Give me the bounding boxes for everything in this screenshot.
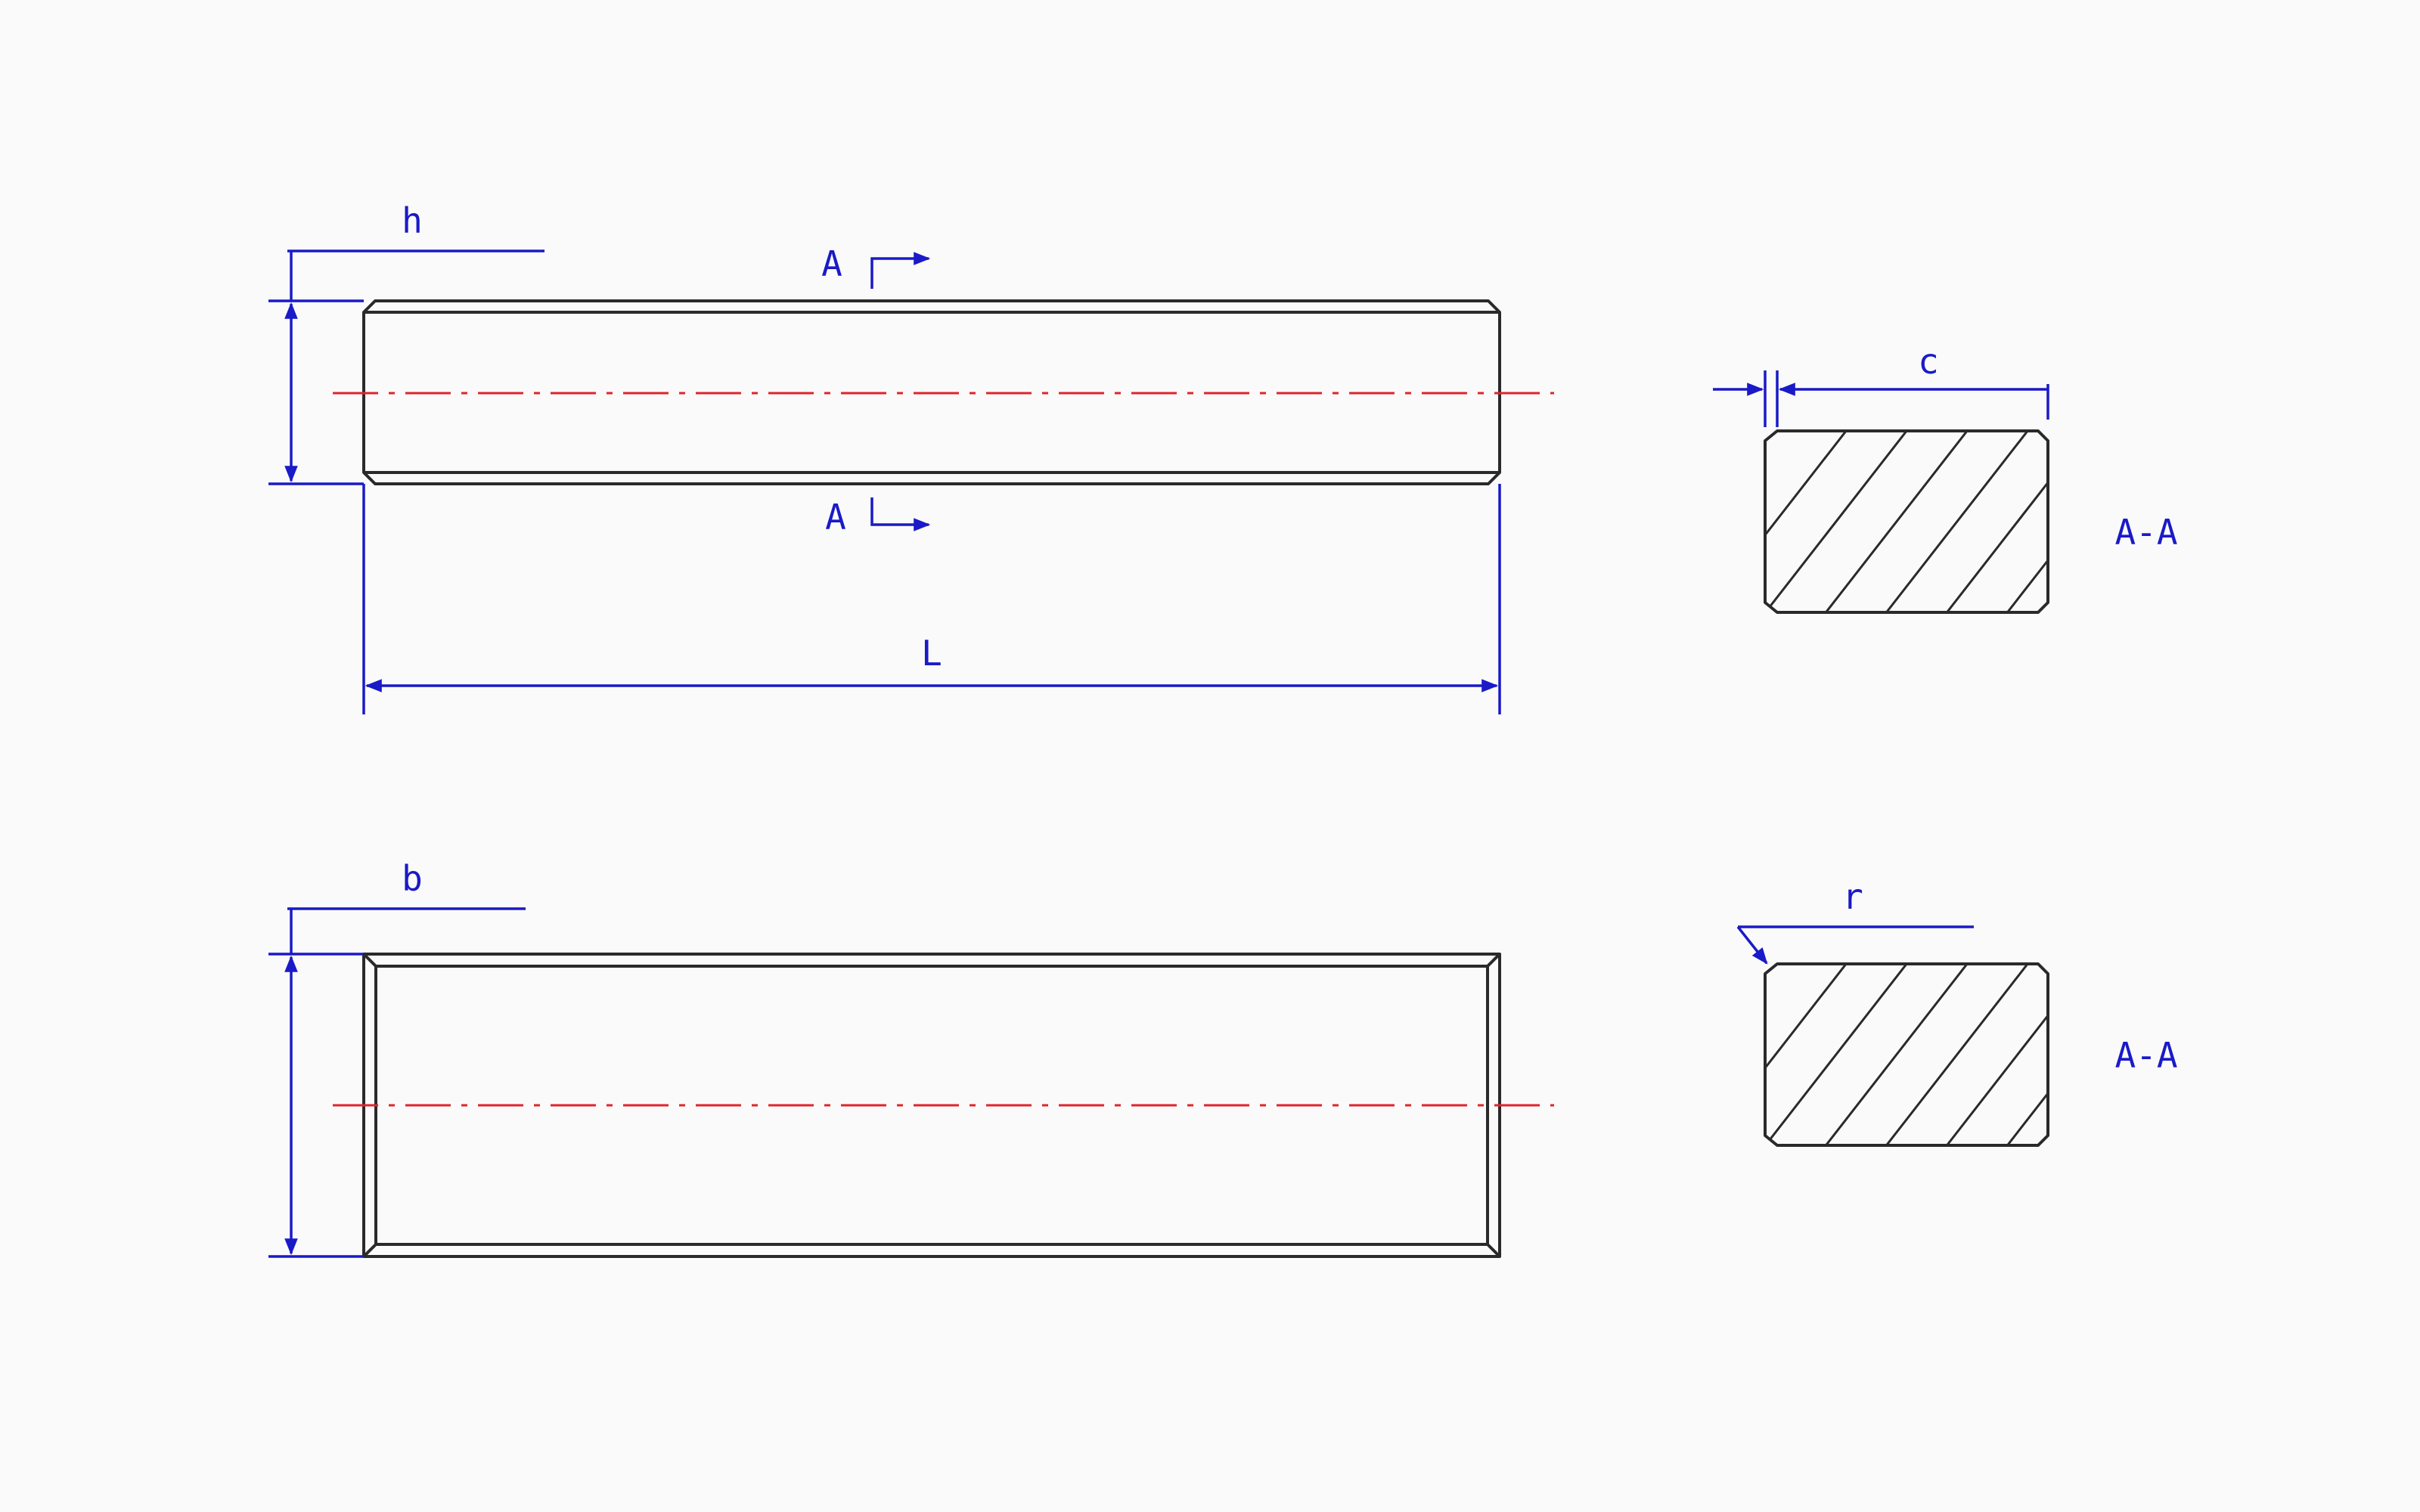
length-dimension: L: [362, 484, 1501, 714]
section-letter-top: A: [821, 243, 842, 284]
chamfer-label: c: [1918, 341, 1939, 382]
section-marker-top: A: [821, 243, 931, 289]
chamfer-corner-tl: [362, 953, 377, 968]
chamfer-dimension: c: [1713, 341, 2049, 427]
section-arrow-bottom: [870, 497, 931, 531]
section-outline: [1764, 429, 2049, 614]
chamfer-corner-bl: [362, 1243, 377, 1258]
section-top: c A-A: [1713, 341, 2178, 614]
section-outline: [1764, 962, 2049, 1147]
section-letter-bottom: A: [825, 497, 846, 538]
section-label: A-A: [2114, 512, 2177, 553]
key-body-outline: [362, 299, 1501, 485]
height-dimension: h: [268, 200, 544, 485]
width-label: b: [402, 858, 423, 899]
radius-label: r: [1842, 876, 1863, 917]
section-bottom: r A-A: [1736, 876, 2178, 1147]
height-label: h: [402, 200, 423, 241]
bottom-view: b: [268, 858, 1554, 1258]
radius-leader-arrow: [1736, 925, 1768, 965]
width-dimension: b: [268, 858, 526, 1258]
length-label: L: [921, 633, 942, 674]
radius-dimension: r: [1736, 876, 1974, 965]
section-marker-bottom: A: [825, 497, 931, 538]
chamfer-corner-tr: [1486, 953, 1501, 968]
top-view: h A A L: [268, 200, 1554, 714]
section-hatching: [1765, 431, 2048, 612]
section-arrow-top: [870, 252, 931, 289]
chamfer-corner-br: [1486, 1243, 1501, 1258]
section-label: A-A: [2114, 1035, 2177, 1076]
section-hatching: [1765, 964, 2048, 1145]
